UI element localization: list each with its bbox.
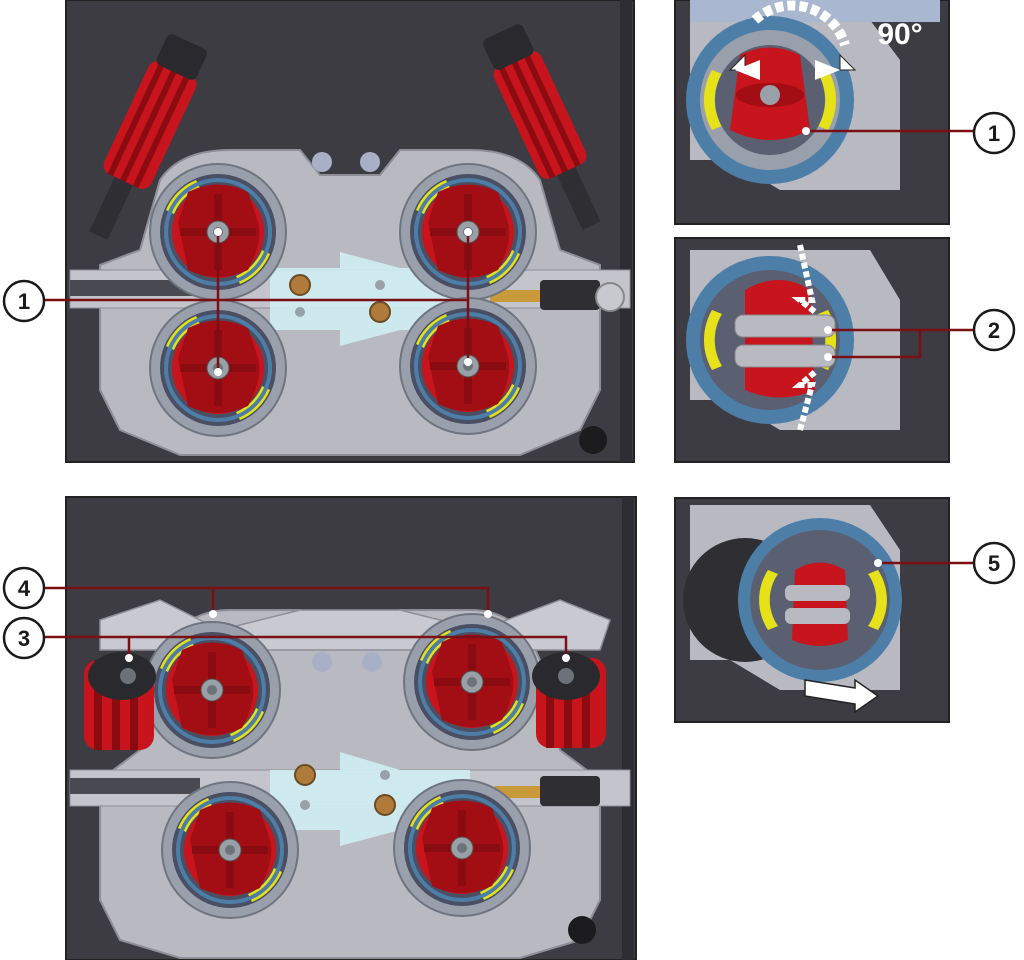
callout-4-label: 4 xyxy=(18,576,31,601)
callout-1-main: 1 xyxy=(2,228,472,376)
callout-5: 5 xyxy=(874,541,1016,585)
callout-1-main-label: 1 xyxy=(18,289,30,314)
rotation-angle-label: 90° xyxy=(877,18,922,51)
roller-b-bottom-right xyxy=(394,780,530,916)
panel-a-feeder-open xyxy=(65,0,635,463)
roller-b-bottom-left xyxy=(162,782,298,918)
roller-b-top-left xyxy=(144,622,280,758)
panel-c-rotate-roller: 90° xyxy=(674,0,950,225)
callout-3-label: 3 xyxy=(18,626,30,651)
pressure-knob-left xyxy=(84,652,156,750)
pressure-knob-right xyxy=(532,652,606,748)
callout-5-label: 5 xyxy=(988,551,1000,576)
callout-3: 3 xyxy=(2,616,570,662)
panel-e-remove-cap xyxy=(674,497,950,723)
panel-b-feeder-closed xyxy=(65,496,637,960)
roller-b-top-right xyxy=(404,614,540,750)
callout-2-label: 2 xyxy=(988,318,1000,343)
callout-1-top-right-label: 1 xyxy=(988,121,1000,146)
callout-2: 2 xyxy=(824,308,1016,361)
callout-4: 4 xyxy=(2,566,492,618)
panel-d-remove-roller xyxy=(674,237,950,463)
callout-1-top-right: 1 xyxy=(802,111,1016,155)
